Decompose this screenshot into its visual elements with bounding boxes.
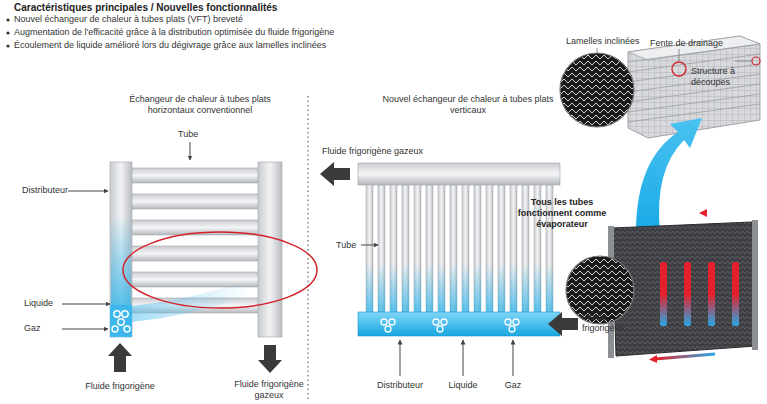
flow-label: Fluide frigorigène (80, 381, 160, 392)
part-label: Gaz (24, 323, 41, 334)
part-label: Distributeur (22, 185, 68, 196)
bullet-text: Écoulement de liquide amélioré lors du d… (14, 40, 326, 51)
flow-label: Fluide frigorigène gazeux (226, 379, 312, 401)
panel-heading: Échangeur de chaleur à tubes plats horiz… (110, 94, 290, 116)
heading: Caractéristiques principales / Nouvelles… (14, 2, 277, 13)
part-label: Distributeur (365, 380, 435, 391)
part-label: Gaz (493, 380, 533, 391)
part-label: Structure à découpes (691, 66, 763, 88)
bullet-text: Nouvel échangeur de chaleur à tubes plat… (14, 14, 243, 25)
part-label: Fente de drainage (650, 38, 723, 49)
part-label: Lamelles inclinées (566, 36, 640, 47)
note-text: Tous les tubes fonctionnent comme évapor… (514, 197, 610, 229)
flow-label: Fluide frigorigène gazeux (322, 146, 423, 157)
flow-label: Fluide frigorigène (582, 312, 642, 334)
bullet-text: Augmentation de l'efficacité grâce à la … (14, 27, 334, 38)
part-label: Tube (336, 240, 356, 251)
part-label: Liquide (24, 298, 53, 309)
part-label: Liquide (433, 380, 493, 391)
part-label: Tube (178, 129, 198, 140)
panel-heading: Nouvel échangeur de chaleur à tubes plat… (378, 94, 558, 116)
